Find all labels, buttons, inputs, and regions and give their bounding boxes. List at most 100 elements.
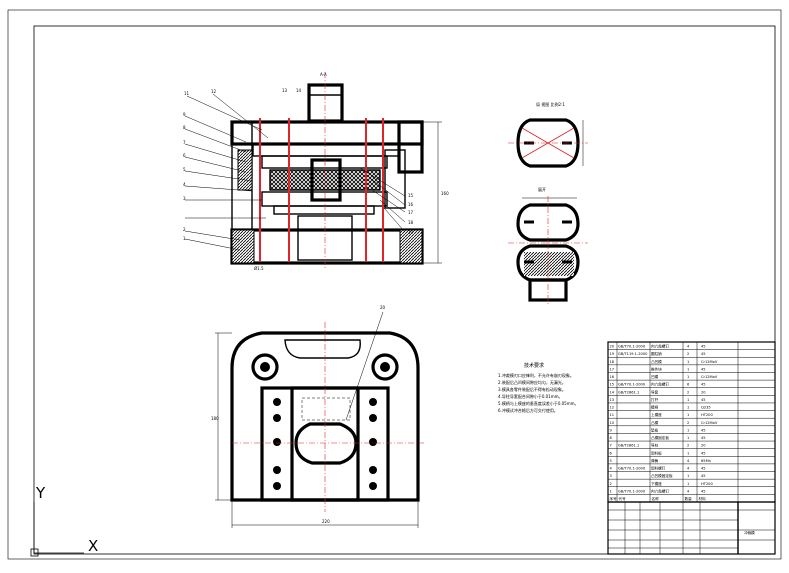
part-number: 16 (408, 202, 414, 207)
section-label-right: 局 视图 比例2:1 (536, 101, 565, 107)
bom-cell-name: 导套 (651, 389, 659, 394)
bom-cell-qty: 1 (687, 375, 689, 379)
ucs-icon: Y X (30, 484, 98, 557)
note-bottom-left: Ø1.5 (254, 266, 264, 271)
bom-cell-name: 卸料螺钉 (651, 466, 666, 471)
bom-cell-index: 10 (610, 421, 615, 425)
bom-cell-name: 卸料板 (651, 450, 662, 455)
bom-cell-index: 4 (610, 467, 613, 471)
part-number: 17 (408, 210, 414, 215)
bom-cell-index: 11 (610, 413, 615, 417)
note-line: 6.冲模试冲合格后方可交付使用。 (498, 407, 558, 413)
bom-cell-name: 凸凹模 (651, 359, 662, 364)
bom-header-cell: 数量 (685, 496, 693, 501)
bom-header-cell: 名称 (652, 496, 660, 501)
bom-cell-qty: 1 (687, 406, 689, 410)
bom-cell-name: 下模座 (651, 481, 662, 486)
part-leaders-right (359, 167, 406, 233)
part-view-section: 局 视图 比例2:1 (508, 101, 588, 168)
bom-cell-name: 垫板 (651, 427, 659, 432)
bom-cell-index: 3 (610, 474, 612, 478)
bom-header-cell: 代号 (619, 496, 627, 501)
note-line: 2.装配后凸凹模间隙应均匀，无漏光。 (498, 379, 566, 385)
bom-cell-name: 内六角螺钉 (651, 382, 669, 387)
dim-height: 160 (441, 191, 449, 196)
bom-cell-index: 8 (610, 436, 613, 440)
bom-cell-qty: 1 (687, 451, 689, 455)
notes-title: 技术要求 (524, 362, 544, 369)
bom-cell-index: 15 (610, 383, 615, 387)
technical-notes: 技术要求 1.冲裁模刃口应锋利，不允许有崩刃现象。 2.装配后凸凹模间隙应均匀，… (498, 362, 579, 413)
bom-cell-material: 45 (701, 436, 706, 440)
bom-cell-name: 内六角螺钉 (651, 344, 669, 349)
bom-cell-material: 45 (701, 428, 706, 432)
part-number: 15 (408, 193, 414, 198)
bom-cell-material: Q235 (701, 406, 711, 410)
bom-cell-qty: 2 (687, 444, 689, 448)
part-number: 4 (183, 182, 186, 187)
bom-cell-name: 内六角螺钉 (651, 488, 669, 493)
bom-cell-material: Cr12MoV (701, 375, 718, 379)
bom-cell-name: 打杆 (651, 397, 659, 402)
bom-cell-material: 45 (701, 345, 706, 349)
bom-cell-material: 20 (701, 390, 706, 394)
bom-cell-code: GB/T70.1-2000 (618, 383, 646, 387)
ucs-y-label: Y (35, 484, 46, 502)
bom-cell-name: 导柱 (651, 443, 659, 448)
bom-cell-material: 45 (701, 489, 706, 493)
expanded-label: 展开 (538, 186, 546, 192)
bom-cell-index: 18 (610, 360, 615, 364)
part-number: 3 (183, 196, 186, 201)
bom-cell-material: 20 (701, 444, 706, 448)
part-number: 5 (183, 167, 186, 172)
bom-cell-index: 16 (610, 375, 615, 379)
bom-cell-qty: 4 (687, 489, 690, 493)
screw-holes (273, 398, 377, 490)
bom-cell-name: 凸凹模固定板 (651, 473, 673, 478)
bom-cell-index: 20 (610, 345, 615, 349)
bom-cell-index: 6 (610, 451, 613, 455)
bom-cell-index: 13 (610, 398, 615, 402)
part-number: 18 (408, 220, 414, 225)
title-block-name: 冲裁模 (744, 530, 755, 535)
title-block: 冲裁模 (607, 501, 776, 555)
bom-cell-name: 推件块 (651, 366, 662, 371)
note-line: 5.模柄与上模座的垂直度误差小于0.05mm。 (498, 400, 579, 406)
bom-cell-material: 45 (701, 474, 706, 478)
bom-cell-index: 12 (610, 406, 615, 410)
part-number: 19 (408, 230, 414, 235)
bom-cell-name: 凸模 (651, 420, 659, 425)
dim-plan-height: 180 (211, 416, 219, 421)
bom-cell-material: 45 (701, 367, 706, 371)
dim-width: 220 (322, 519, 330, 524)
bom-cell-qty: 6 (687, 383, 690, 387)
bom-cell-qty: 4 (687, 467, 690, 471)
bom-cell-qty: 1 (687, 398, 689, 402)
bom-header-cell: 序号 (610, 496, 618, 501)
bom-cell-qty: 1 (687, 474, 689, 478)
part-number: 2 (183, 227, 186, 232)
bom-cell-qty: 2 (687, 390, 689, 394)
bom-cell-name: 圆柱销 (651, 351, 662, 356)
front-section-view: A-A (183, 72, 449, 271)
bom-cell-qty: 1 (687, 428, 689, 432)
bom-cell-material: 65Mn (701, 459, 711, 463)
bom-cell-material: HT200 (701, 413, 713, 417)
bom-cell-qty: 4 (687, 345, 690, 349)
part-number: 13 (282, 88, 288, 93)
part-number: 14 (296, 88, 302, 93)
bom-cell-material: 45 (701, 398, 706, 402)
bom-cell-index: 5 (610, 459, 612, 463)
bom-cell-qty: 1 (687, 360, 689, 364)
section-label-top: A-A (320, 72, 327, 77)
bom-cell-code: GB/T70.1-2000 (618, 489, 646, 493)
bom-cell-code: GB/T2861.1 (618, 444, 639, 448)
bom-cell-index: 2 (610, 482, 612, 486)
bom-cell-code: GB/T70.1-2000 (618, 467, 646, 471)
leader-20: 20 (380, 305, 386, 310)
bom-cell-qty: 2 (687, 352, 689, 356)
bom-cell-index: 1 (610, 489, 612, 493)
bom-cell-index: 19 (610, 352, 615, 356)
